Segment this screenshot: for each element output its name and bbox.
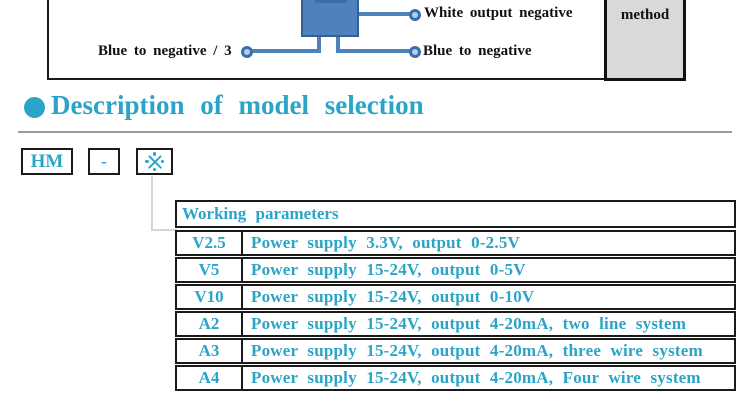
table-row: A4 Power supply 15-24V, output 4-20mA, F…	[175, 365, 736, 391]
table-row: A3 Power supply 15-24V, output 4-20mA, t…	[175, 338, 736, 364]
model-description-cell: Power supply 15-24V, output 0-10V	[251, 287, 535, 306]
model-wildcard-box	[136, 148, 173, 175]
label-white-output-negative: White output negative	[424, 5, 573, 21]
model-description-cell: Power supply 3.3V, output 0-2.5V	[251, 233, 521, 252]
table-row: V2.5 Power supply 3.3V, output 0-2.5V	[175, 230, 736, 256]
model-code-cell: V10	[177, 286, 243, 308]
model-description-cell: Power supply 15-24V, output 4-20mA, thre…	[251, 341, 703, 360]
model-prefix-box: HM	[21, 148, 73, 175]
sensor-box	[301, 0, 359, 37]
heading-bullet-icon	[24, 97, 45, 118]
table-row: V10 Power supply 15-24V, output 0-10V	[175, 284, 736, 310]
table-header: Working parameters	[175, 200, 736, 228]
terminal-node-blue-left	[241, 46, 253, 58]
wire-blue-left	[250, 49, 321, 53]
model-description-cell: Power supply 15-24V, output 4-20mA, two …	[251, 314, 687, 333]
connector-vertical	[151, 176, 153, 231]
wire-blue-right	[336, 49, 412, 53]
heading-divider	[18, 131, 732, 133]
model-code-cell: A2	[177, 313, 243, 335]
terminal-node-white	[409, 9, 421, 21]
table-row: A2 Power supply 15-24V, output 4-20mA, t…	[175, 311, 736, 337]
model-separator-box: -	[88, 148, 120, 175]
wire-stub-right	[336, 37, 340, 52]
connector-horizontal	[151, 229, 177, 231]
page-title: Description of model selection	[51, 90, 424, 120]
method-box: method	[604, 0, 686, 81]
wire-white-output	[359, 12, 412, 16]
terminal-node-blue-right	[409, 46, 421, 58]
model-code-cell: A4	[177, 367, 243, 389]
model-code-cell: A3	[177, 340, 243, 362]
model-description-cell: Power supply 15-24V, output 4-20mA, Four…	[251, 368, 701, 387]
model-description-cell: Power supply 15-24V, output 0-5V	[251, 260, 526, 279]
cutoff-label-fragment	[315, 0, 347, 3]
wire-stub-left	[317, 37, 321, 52]
label-blue-to-negative-left: Blue to negative / 3	[98, 43, 232, 59]
reference-mark-icon	[145, 152, 165, 172]
model-code-cell: V2.5	[177, 232, 243, 254]
model-code-cell: V5	[177, 259, 243, 281]
label-blue-to-negative-right: Blue to negative	[423, 43, 532, 59]
table-row: V5 Power supply 15-24V, output 0-5V	[175, 257, 736, 283]
